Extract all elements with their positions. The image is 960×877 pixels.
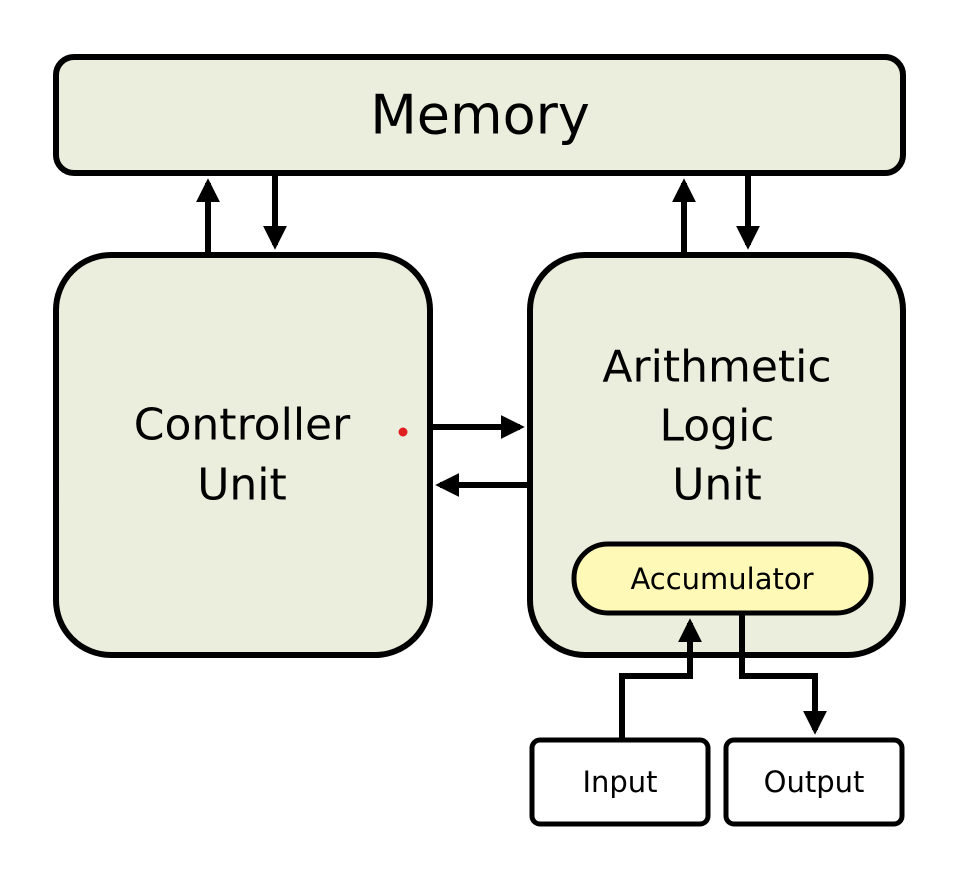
alu-label-line-1: Arithmetic	[602, 342, 831, 393]
memory-label: Memory	[370, 84, 590, 147]
arrow-input-to-accumulator	[619, 618, 702, 740]
input-label: Input	[582, 765, 657, 799]
arrow-accumulator-to-output	[739, 613, 827, 735]
alu-block: Arithmetic Logic Unit Accumulator	[527, 252, 906, 658]
controller-label-line-1: Controller	[134, 400, 351, 451]
output-block: Output	[723, 737, 905, 827]
controller-label-line-2: Unit	[197, 460, 287, 511]
red-dot-marker	[398, 427, 408, 437]
controller-unit-block: Controller Unit	[53, 252, 433, 658]
accumulator-block: Accumulator	[571, 541, 874, 616]
alu-label-line-2: Logic	[659, 401, 774, 452]
output-label: Output	[764, 765, 865, 799]
memory-block: Memory	[53, 54, 906, 176]
input-block: Input	[529, 737, 711, 827]
accumulator-label: Accumulator	[630, 562, 813, 596]
alu-label-line-3: Unit	[672, 460, 762, 511]
